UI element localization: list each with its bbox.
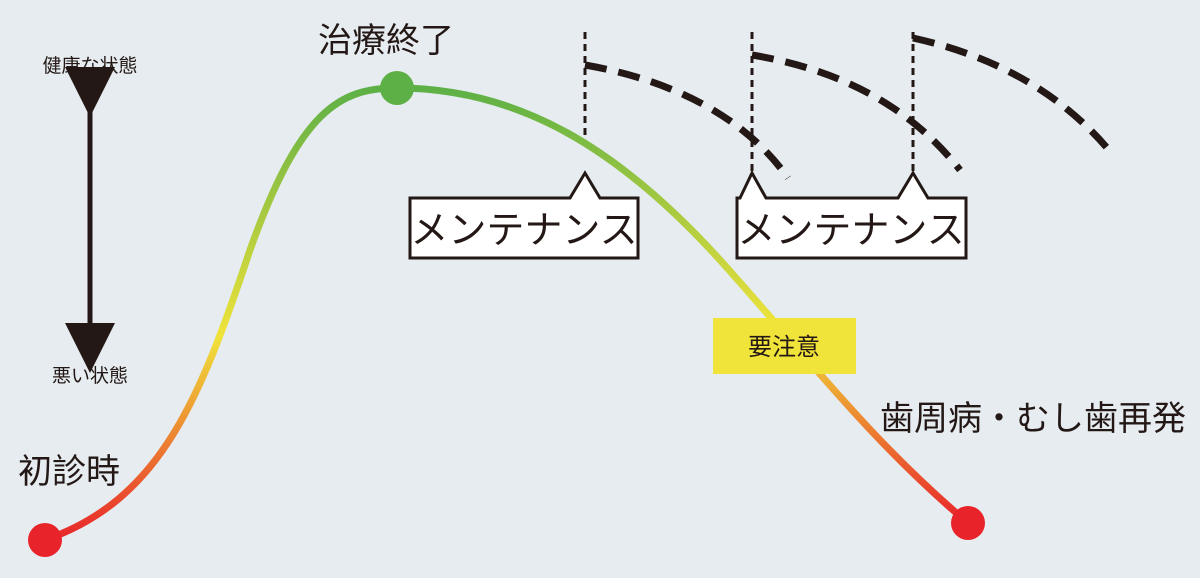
maintenance-callout-2: メンテナンス	[735, 169, 968, 260]
caution-label: 要注意	[748, 333, 820, 361]
bad-state-label: 悪い状態	[52, 365, 128, 387]
maintenance-dashed-curves	[583, 32, 1116, 181]
relapse-point	[951, 506, 985, 540]
maintenance-callout-2-box	[735, 169, 968, 260]
relapse-label: 歯周病・むし歯再発	[880, 399, 1186, 439]
maintenance-decline-1	[584, 61, 791, 181]
health-curve-fall	[393, 84, 972, 527]
good-state-label: 健康な状態	[42, 55, 137, 77]
initial-visit-point	[28, 523, 62, 557]
treatment-end-label: 治療終了	[318, 21, 454, 61]
maintenance-callout-1-box	[408, 170, 640, 260]
health-curve-rise	[41, 84, 401, 544]
initial-visit-label: 初診時	[18, 452, 120, 492]
maintenance-callout-2-label: メンテナンス	[737, 208, 964, 252]
maintenance-callout-1: メンテナンス	[408, 170, 640, 260]
maintenance-decline-2	[751, 51, 963, 173]
maintenance-callout-1-label: メンテナンス	[410, 208, 637, 252]
maintenance-decline-3	[912, 34, 1116, 158]
treatment-end-point	[380, 71, 414, 105]
caution-badge-box	[713, 318, 856, 374]
caution-badge: 要注意	[713, 318, 856, 374]
